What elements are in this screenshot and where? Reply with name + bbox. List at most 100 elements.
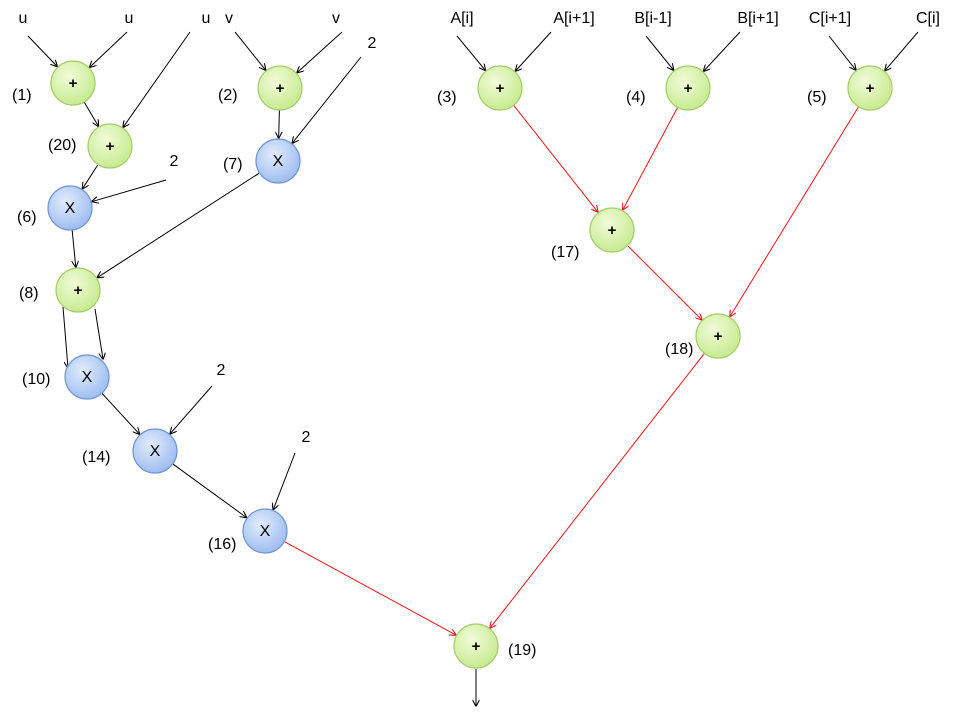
edge-bim1-to-n4 — [645, 35, 674, 70]
add-operator-symbol: + — [106, 138, 115, 155]
node-14: X (14) — [82, 428, 178, 474]
edge-c2c-to-n14 — [170, 385, 213, 434]
edge-n8-to-n10 — [62, 306, 68, 368]
multiply-operator-symbol: X — [150, 443, 161, 460]
node-5: + (5) — [807, 65, 893, 111]
edge-n10-to-n14 — [101, 392, 140, 434]
node-number-label: (4) — [626, 89, 646, 106]
node-4: + (4) — [626, 65, 711, 111]
add-node-circle — [453, 623, 499, 669]
node-3: + (3) — [437, 65, 523, 111]
edge-layer — [27, 31, 919, 706]
node-number-label: (6) — [17, 209, 37, 226]
input-label-bip1: B[i+1] — [737, 10, 778, 27]
edge-n14-to-n16 — [172, 463, 247, 518]
input-label-ai1: A[i+1] — [553, 10, 594, 27]
add-operator-symbol: + — [472, 638, 481, 655]
node-number-label: (5) — [807, 89, 827, 106]
edge-n4-to-n17 — [623, 107, 679, 209]
add-operator-symbol: + — [276, 80, 285, 97]
edge-n16-to-n19 — [284, 541, 455, 635]
edge-n18-to-n19 — [490, 353, 705, 628]
node-number-label: (10) — [22, 371, 50, 388]
input-label-c2d: 2 — [302, 429, 311, 446]
input-label-ci: C[i] — [916, 10, 940, 27]
edge-u3-to-n20 — [123, 31, 191, 127]
add-node-circle — [695, 313, 741, 359]
node-16: X(16) — [208, 508, 288, 554]
edge-ai-to-n3 — [456, 35, 485, 70]
node-layer: + (1) + (20) + (2) X (7) X (6) + (8) X (10) X (14) X(16)… — [12, 60, 893, 669]
edge-u2-to-n1 — [90, 31, 128, 67]
edge-c2d-to-n16 — [273, 452, 296, 510]
edge-n5-to-n18 — [730, 106, 859, 317]
edge-n2-to-n7 — [279, 109, 280, 138]
node-18: +(18) — [665, 313, 741, 359]
input-label-c2c: 2 — [217, 362, 226, 379]
input-label-u1: u — [19, 10, 28, 27]
node-number-label: (20) — [48, 137, 76, 154]
add-node-circle — [257, 65, 303, 111]
input-label-cip1: C[i+1] — [809, 10, 851, 27]
node-number-label: (19) — [508, 642, 536, 659]
input-label-u3: u — [202, 10, 211, 27]
node-number-label: (14) — [82, 449, 110, 466]
multiply-operator-symbol: X — [65, 200, 76, 217]
add-operator-symbol: + — [496, 80, 505, 97]
edge-n20-to-n6 — [82, 164, 99, 188]
node-2: + (2) — [218, 65, 303, 111]
edge-n8-to-n10 — [94, 308, 103, 359]
node-8: + (8) — [19, 267, 101, 313]
add-node-circle — [477, 65, 523, 111]
edge-n6-to-n8 — [71, 229, 76, 267]
multiply-operator-symbol: X — [273, 153, 284, 170]
add-node-circle — [589, 207, 635, 253]
input-label-bim1: B[i-1] — [634, 10, 671, 27]
node-number-label: (8) — [19, 285, 39, 302]
edge-n3-to-n17 — [513, 104, 598, 212]
node-number-label: (7) — [223, 156, 243, 173]
edge-n17-to-n18 — [627, 245, 702, 320]
input-label-u2: u — [125, 10, 134, 27]
edge-v2-to-n2 — [297, 31, 343, 73]
multiply-node-circle — [64, 354, 110, 400]
edge-u1-to-n1 — [27, 35, 57, 66]
edge-c2b-to-n6 — [92, 179, 167, 202]
add-operator-symbol: + — [69, 75, 78, 92]
node-10: X (10) — [22, 354, 110, 400]
add-node-circle — [665, 65, 711, 111]
add-node-circle — [50, 60, 96, 106]
node-20: + (20) — [48, 123, 133, 169]
add-operator-symbol: + — [74, 282, 83, 299]
add-operator-symbol: + — [608, 222, 617, 239]
input-label-v1: v — [225, 10, 233, 27]
edge-n7-to-n8 — [97, 172, 260, 278]
edge-cip1-to-n5 — [828, 35, 856, 70]
edge-ci-to-n5 — [885, 31, 919, 71]
add-node-circle — [55, 267, 101, 313]
input-label-v2: v — [332, 10, 340, 27]
multiply-node-circle — [47, 185, 93, 231]
node-number-label: (3) — [437, 89, 457, 106]
node-number-label: (2) — [218, 87, 238, 104]
add-operator-symbol: + — [684, 80, 693, 97]
node-number-label: (18) — [665, 341, 693, 358]
add-operator-symbol: + — [866, 80, 875, 97]
multiply-node-circle — [255, 138, 301, 184]
add-node-circle — [87, 123, 133, 169]
input-label-c2b: 2 — [170, 153, 179, 170]
edge-n1-to-n20 — [83, 101, 98, 126]
edge-v1-to-n2 — [234, 31, 266, 70]
multiply-operator-symbol: X — [82, 369, 93, 386]
edge-ai1-to-n3 — [515, 31, 552, 71]
node-number-label: (16) — [208, 536, 236, 553]
input-label-c2a: 2 — [368, 35, 377, 52]
node-17: +(17) — [551, 207, 635, 261]
node-7: X (7) — [223, 138, 301, 184]
node-1: + (1) — [12, 60, 96, 106]
node-number-label: (1) — [12, 87, 32, 104]
node-19: + (19) — [453, 623, 536, 669]
edge-c2a-to-n7 — [292, 56, 362, 143]
